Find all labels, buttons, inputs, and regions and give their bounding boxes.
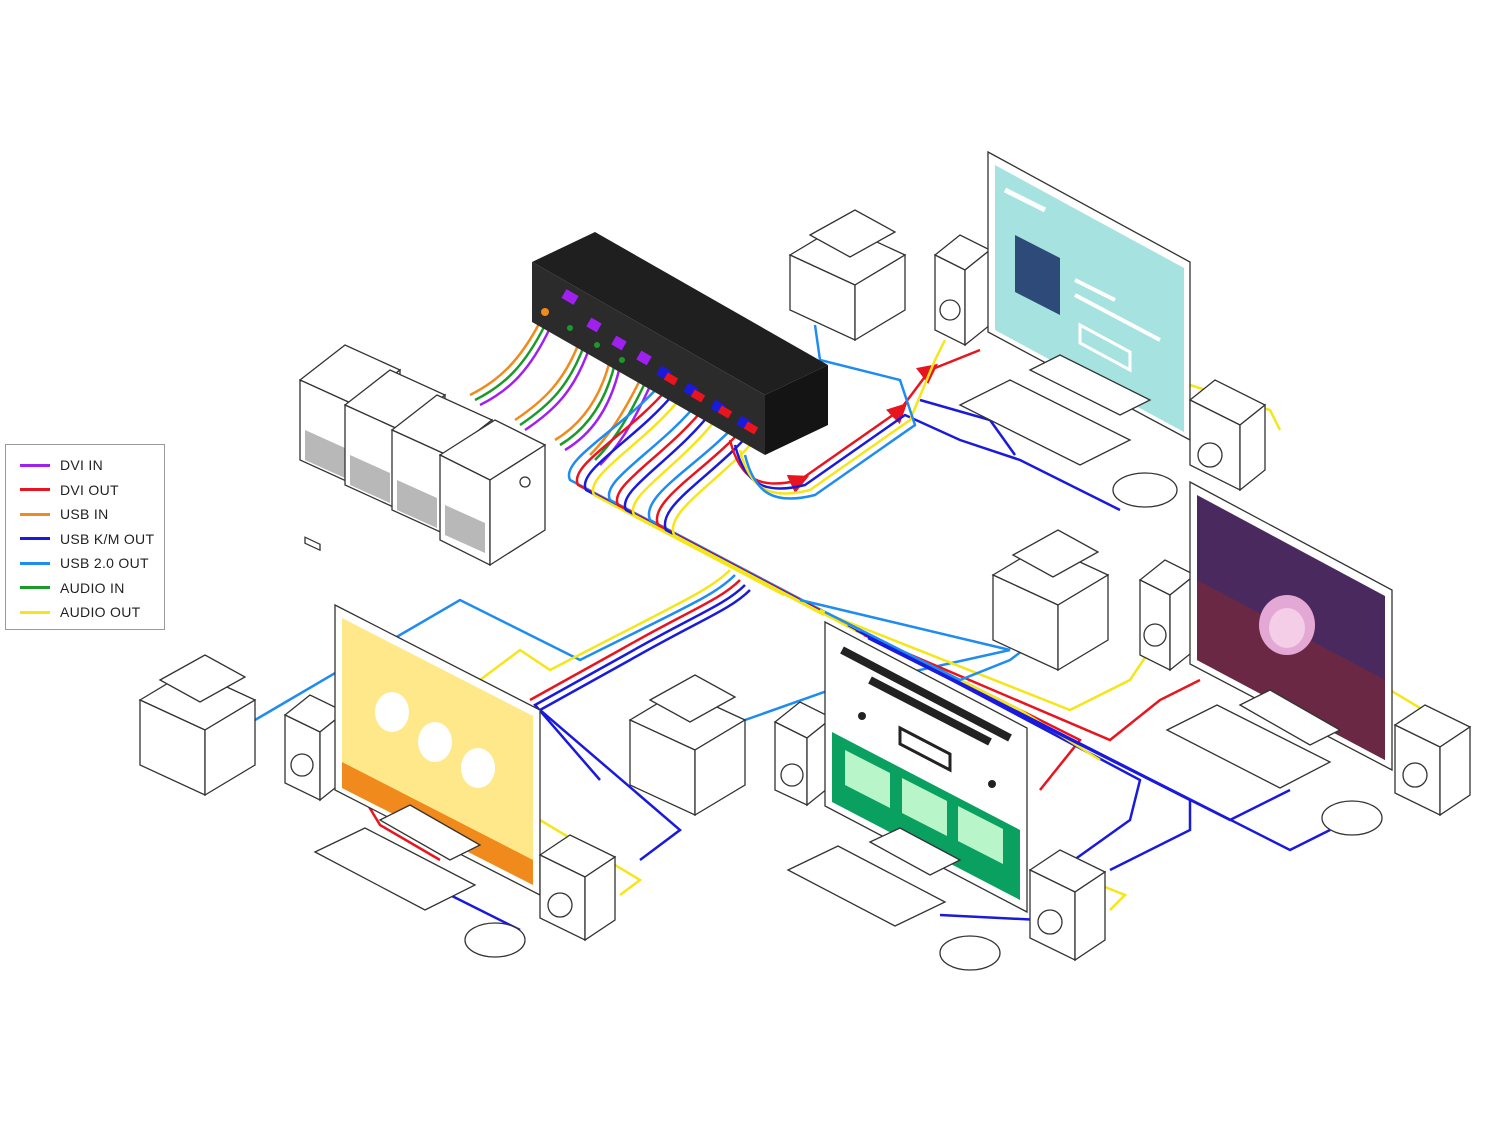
printer: [138, 654, 257, 797]
keyboard: [958, 379, 1132, 466]
speaker-right: [1393, 704, 1472, 817]
workstation-bottom-left: [138, 603, 617, 958]
legend-item: USB 2.0 OUT: [20, 553, 149, 573]
branch-bottom-left: [254, 569, 751, 932]
branch-top-right: [728, 324, 1282, 512]
legend-swatch: [20, 586, 50, 589]
legend-item: DVI OUT: [20, 480, 119, 500]
keyboard: [313, 827, 477, 911]
speaker-right: [538, 834, 617, 942]
mouse: [1321, 800, 1383, 836]
legend-swatch: [20, 561, 50, 565]
legend-swatch: [20, 610, 50, 614]
legend-label: USB 2.0 OUT: [60, 555, 149, 571]
legend-label: DVI IN: [60, 457, 104, 473]
legend-swatch: [20, 488, 50, 491]
legend-label: USB IN: [60, 506, 109, 522]
legend-item: USB K/M OUT: [20, 529, 154, 549]
legend-label: DVI OUT: [60, 481, 119, 498]
speaker-left: [773, 701, 834, 807]
speaker-right: [1188, 379, 1267, 492]
monitor: [987, 150, 1191, 442]
keyboard: [786, 845, 947, 927]
workstation-top-right: [788, 150, 1267, 508]
computer-towers: [298, 344, 547, 567]
legend-item: AUDIO OUT: [20, 602, 140, 622]
legend-swatch: [20, 537, 50, 540]
printer: [991, 529, 1110, 672]
workstation-bottom-right: [991, 480, 1472, 836]
legend-label: AUDIO IN: [60, 579, 125, 596]
kvm-switch: [532, 232, 828, 455]
speaker-right: [1028, 849, 1107, 962]
printer: [628, 674, 747, 817]
computer-tower-4: [438, 419, 547, 567]
legend-label: AUDIO OUT: [60, 604, 141, 620]
legend-label: USB K/M OUT: [60, 530, 155, 547]
monitor: [824, 620, 1028, 914]
mouse: [939, 935, 1001, 971]
legend-item: AUDIO IN: [20, 578, 125, 598]
input-cables: [469, 321, 652, 466]
monitor: [1189, 480, 1393, 772]
legend-swatch: [20, 512, 50, 516]
keyboard: [1165, 704, 1332, 789]
workstation-bottom-center: [628, 620, 1107, 971]
legend-item: USB IN: [20, 504, 108, 524]
cable-bundles: [254, 321, 1471, 932]
legend-swatch: [20, 463, 50, 467]
kvm-ports: [541, 289, 759, 435]
speaker-left: [933, 234, 992, 347]
mouse: [464, 922, 526, 958]
output-trunk: [567, 384, 865, 637]
speaker-left: [1138, 559, 1197, 672]
monitor: [334, 603, 541, 897]
legend: DVI IN DVI OUT USB IN USB K/M OUT USB 2.0 OU…: [5, 444, 165, 630]
legend-item: DVI IN: [20, 455, 103, 475]
mouse: [1112, 472, 1178, 508]
printer: [788, 209, 907, 342]
